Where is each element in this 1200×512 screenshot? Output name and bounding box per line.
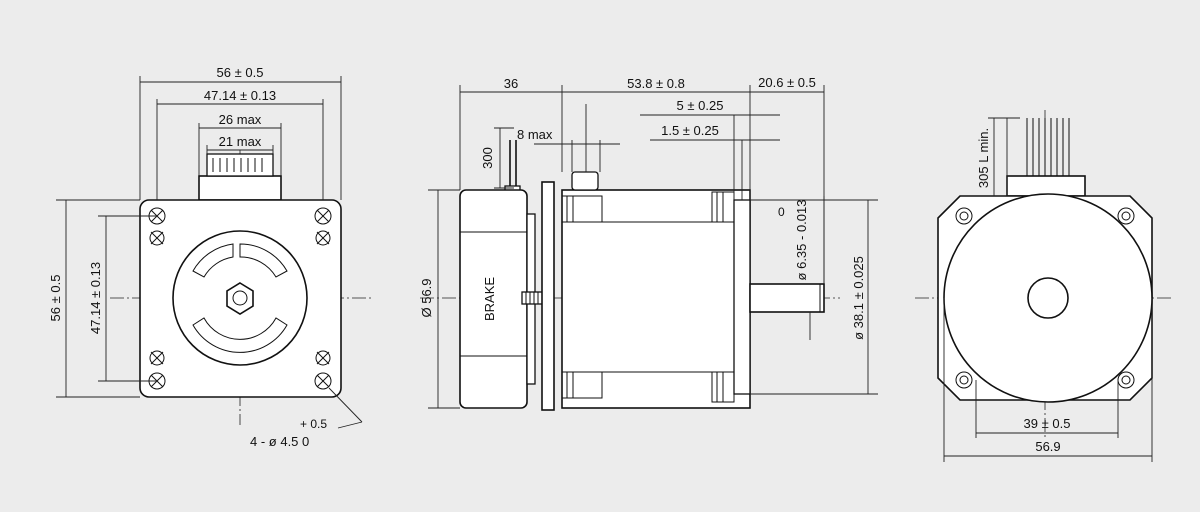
front-shaft-center	[232, 290, 248, 306]
rear-dim-lead-length: 305 L min.	[976, 128, 991, 188]
front-view: 56 ± 0.5 47.14 ± 0.13 26 max 21 max 56 ±…	[48, 65, 372, 449]
front-connector-plug	[206, 153, 274, 177]
side-dim-5: 5 ± 0.25	[677, 98, 724, 113]
front-shaft-hex	[226, 282, 254, 315]
front-connector-housing	[198, 175, 282, 201]
rear-view: 305 L min. 39 ± 0.5 56.9	[915, 110, 1172, 462]
side-dim-pilot-dia: ø 38.1 ± 0.025	[851, 256, 866, 340]
side-body-detail	[561, 191, 750, 403]
front-dim-connector: 26 max	[219, 112, 262, 127]
side-motor-body	[561, 189, 751, 409]
front-dim-hole-pitch-v: 47.14 ± 0.13	[88, 262, 103, 334]
side-dim-cable-max: 8 max	[517, 127, 553, 142]
side-dim-body-length: 53.8 ± 0.8	[627, 76, 685, 91]
side-view: BRAKE 36 53.8 ± 0.8 20.6	[419, 75, 878, 411]
front-dim-pins: 21 max	[219, 134, 262, 149]
front-hole-spec: 4 - ø 4.5 0	[250, 434, 309, 449]
front-motor-body	[139, 199, 342, 398]
rear-connector	[1006, 175, 1086, 197]
side-dim-cable-length: 300	[480, 147, 495, 169]
side-dim-1-5: 1.5 ± 0.25	[661, 123, 719, 138]
side-dim-brake-length: 36	[504, 76, 518, 91]
front-dim-height: 56 ± 0.5	[48, 275, 63, 322]
side-connector	[571, 171, 599, 191]
front-dim-width: 56 ± 0.5	[217, 65, 264, 80]
side-dim-brake-dia: Ø 56.9	[419, 278, 434, 317]
front-connector-pins	[212, 158, 263, 172]
side-shaft	[749, 283, 825, 313]
side-dim-shaft-zero: 0	[778, 205, 785, 219]
rear-shaft-bore	[1027, 277, 1069, 319]
side-dim-shaft-dia: ø 6.35 - 0.013	[794, 200, 809, 281]
front-mounting-holes	[148, 207, 332, 390]
front-face-segments	[192, 243, 288, 353]
rear-dim-body-dia: 56.9	[1035, 439, 1060, 454]
front-face-outer-ring	[172, 230, 308, 366]
side-brake-label: BRAKE	[482, 277, 497, 321]
side-mounting-plate	[541, 181, 555, 411]
side-dim-shaft-length: 20.6 ± 0.5	[758, 75, 816, 90]
rear-mounting-holes	[955, 207, 1135, 389]
rear-leads	[1026, 118, 1070, 176]
front-dim-hole-pitch-h: 47.14 ± 0.13	[204, 88, 276, 103]
side-pilot	[733, 199, 751, 395]
front-hole-leader	[328, 387, 363, 423]
rear-motor-body	[943, 193, 1153, 403]
front-hole-tolerance: + 0.5	[300, 417, 327, 431]
rear-dim-hole-span: 39 ± 0.5	[1024, 416, 1071, 431]
